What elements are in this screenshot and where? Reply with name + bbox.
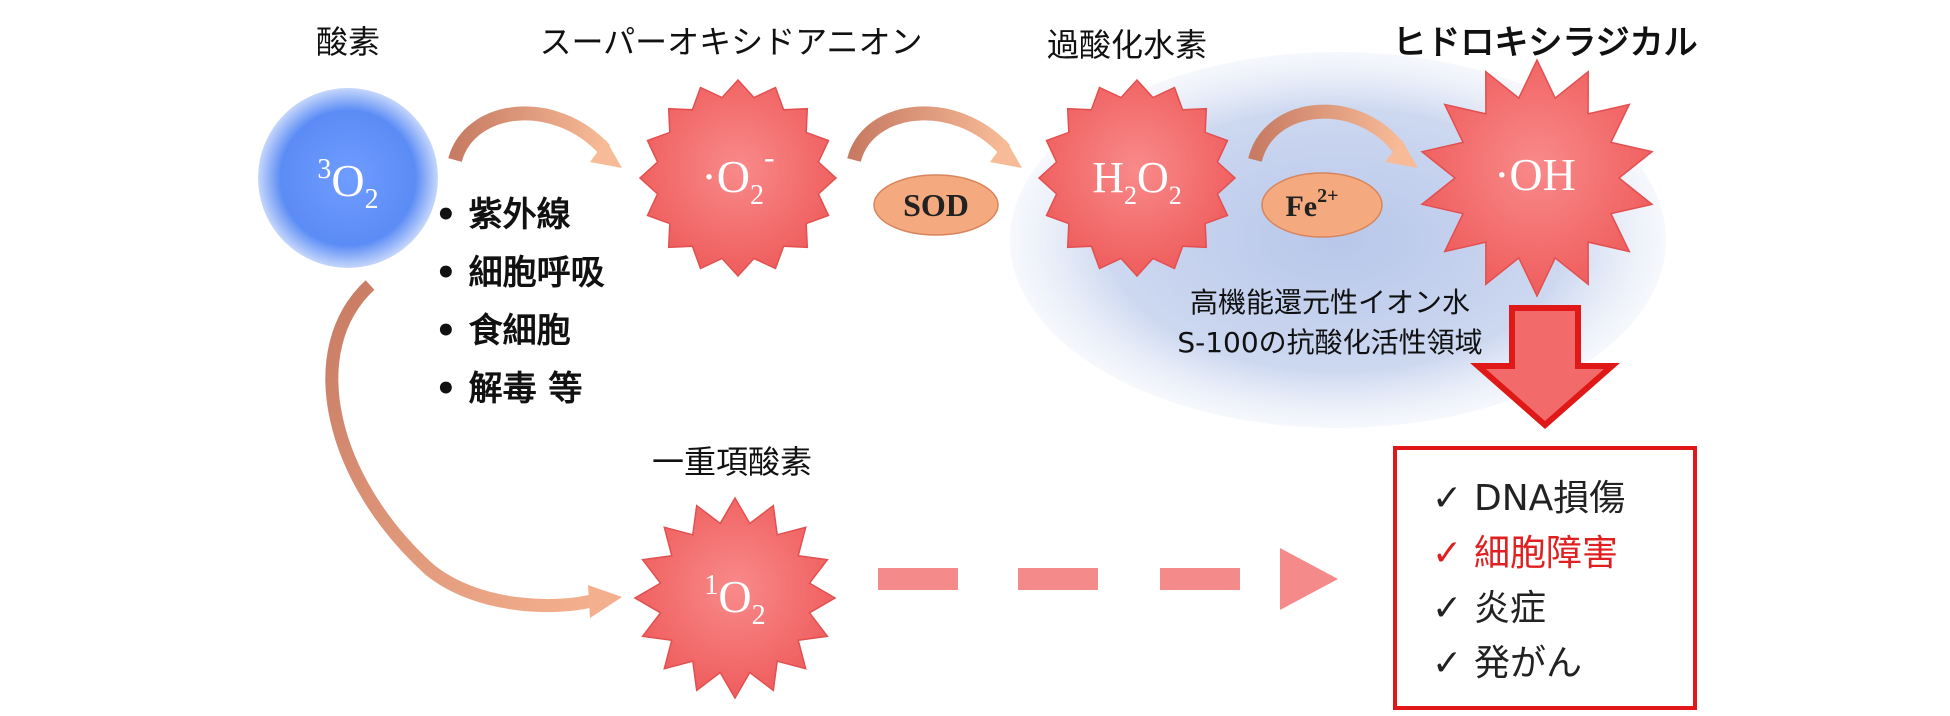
label-superoxide: スーパーオキシドアニオン (539, 23, 922, 61)
effects-list: ✓ DNA損傷 ✓ 細胞障害 ✓ 炎症 ✓ 発がん (1432, 478, 1625, 684)
hydroxyl-formula: ·OH (1494, 149, 1576, 200)
source-item: • 細胞呼吸 (435, 253, 605, 293)
source-item: • 解毒 等 (435, 369, 582, 409)
arrow-oxygen-to-superoxide (448, 106, 622, 168)
h2o2-star (1037, 78, 1237, 278)
source-item: • 紫外線 (435, 195, 571, 235)
oxygen-circle (258, 88, 438, 268)
label-hydroxyl-radical: ヒドロキシラジカル (1392, 23, 1697, 63)
effect-check: ✓ (1432, 533, 1462, 574)
singlet-oxygen-formula: 1O2 (704, 570, 765, 631)
effect-text: DNA損傷 (1474, 478, 1625, 519)
effect-text: 炎症 (1474, 588, 1546, 629)
effect-check: ✓ (1432, 478, 1462, 519)
label-hydrogen-peroxide: 過酸化水素 (1047, 26, 1207, 64)
oxygen-formula: 3O2 (317, 154, 378, 215)
effect-check: ✓ (1432, 588, 1462, 629)
dashed-arrow-to-effects (878, 548, 1338, 610)
sod-label: SOD (903, 187, 969, 223)
superoxide-formula: ·O2- (701, 139, 774, 211)
region-label-line1: 高機能還元性イオン水 (1190, 286, 1470, 319)
effect-check: ✓ (1432, 643, 1462, 684)
fe-badge (1261, 172, 1383, 238)
label-oxygen: 酸素 (316, 23, 380, 61)
effect-text: 細胞障害 (1474, 533, 1618, 574)
fe-label: Fe2+ (1285, 185, 1338, 223)
h2o2-formula: H2O2 (1092, 153, 1182, 210)
superoxide-star (638, 78, 838, 278)
arrow-h2o2-to-hydroxyl (1248, 104, 1418, 168)
label-singlet-oxygen: 一重項酸素 (652, 443, 812, 481)
region-label-line2: S-100の抗酸化活性領域 (1177, 326, 1482, 359)
effect-text: 発がん (1474, 643, 1582, 684)
source-item: • 食細胞 (435, 311, 571, 351)
arrow-superoxide-to-h2o2 (847, 106, 1022, 168)
hydroxyl-star (1420, 58, 1654, 298)
big-down-arrow (1470, 305, 1620, 429)
effects-box (1393, 446, 1697, 710)
sod-badge (873, 174, 999, 236)
singlet-oxygen-star (633, 496, 837, 700)
arrow-oxygen-to-singlet (325, 280, 622, 618)
